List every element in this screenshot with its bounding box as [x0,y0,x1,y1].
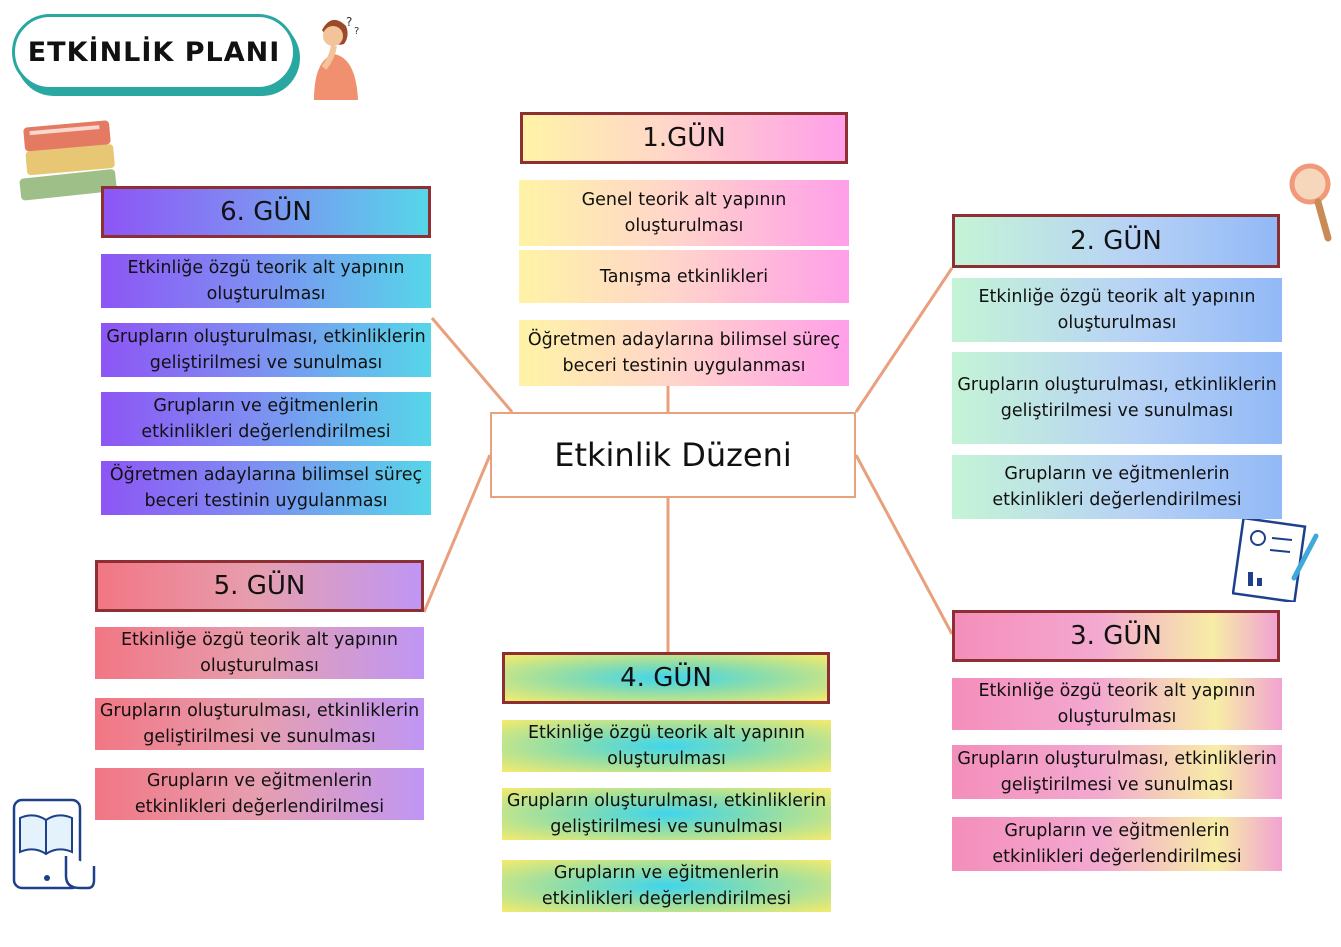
day4-item-2-text: Grupların oluşturulması, etkinliklerin g… [506,791,827,837]
day2-item-3-text: Grupların ve eğitmenlerin etkinlikleri d… [992,464,1242,510]
day4-item-3: Grupların ve eğitmenlerin etkinlikleri d… [502,860,831,912]
day4-item-3-text: Grupların ve eğitmenlerin etkinlikleri d… [541,863,792,909]
magnifier-icon [1289,163,1332,242]
svg-text:?: ? [354,26,359,37]
page-title-text: ETKİNLİK PLANI [27,36,281,68]
day6-item-4: Öğretmen adaylarına bilimsel süreç becer… [101,461,431,515]
day2-item-2-text: Grupların oluşturulması, etkinliklerin g… [957,375,1277,421]
day5-item-3-text: Grupların ve eğitmenlerin etkinlikleri d… [134,771,385,817]
day1-header: 1.GÜN [520,112,848,164]
day6-item-4-text: Öğretmen adaylarına bilimsel süreç becer… [109,465,423,511]
day3-header: 3. GÜN [952,610,1280,662]
thinking-woman-icon: ? ? [314,15,359,100]
day6-item-1: Etkinliğe özgü teorik alt yapının oluştu… [101,254,431,308]
day1-item-1-text: Genel teorik alt yapının oluşturulması [581,190,787,236]
day2-item-1: Etkinliğe özgü teorik alt yapının oluştu… [952,278,1282,342]
center-node: Etkinlik Düzeni [490,412,856,498]
books-icon [19,120,117,201]
day5-item-1: Etkinliğe özgü teorik alt yapının oluştu… [95,627,424,679]
day6-header-label: 6. GÜN [220,197,312,227]
day2-header: 2. GÜN [952,214,1280,268]
day6-item-2-text: Grupların oluşturulması, etkinliklerin g… [106,327,426,373]
day1-item-3: Öğretmen adaylarına bilimsel süreç becer… [519,320,849,386]
day1-item-2-text: Tanışma etkinlikleri [599,266,769,287]
day4-item-2: Grupların oluşturulması, etkinliklerin g… [502,788,831,840]
day1-header-label: 1.GÜN [642,123,726,153]
page-title: ETKİNLİK PLANI [12,14,296,90]
svg-text:?: ? [346,15,352,29]
day2-header-label: 2. GÜN [1070,226,1162,256]
day2-item-2: Grupların oluşturulması, etkinliklerin g… [952,352,1282,444]
day3-item-3: Grupların ve eğitmenlerin etkinlikleri d… [952,817,1282,871]
day5-header: 5. GÜN [95,560,424,612]
day1-item-1: Genel teorik alt yapının oluşturulması [519,180,849,246]
center-node-label: Etkinlik Düzeni [554,436,792,474]
tablet-reading-icon [12,798,96,890]
day4-item-1: Etkinliğe özgü teorik alt yapının oluştu… [502,720,831,772]
day5-item-3: Grupların ve eğitmenlerin etkinlikleri d… [95,768,424,820]
day5-header-label: 5. GÜN [213,571,306,601]
day3-item-1-text: Etkinliğe özgü teorik alt yapının oluştu… [978,681,1256,727]
day6-item-3-text: Grupların ve eğitmenlerin etkinlikleri d… [141,396,391,442]
day4-item-1-text: Etkinliğe özgü teorik alt yapının oluştu… [527,723,806,769]
day2-item-3: Grupların ve eğitmenlerin etkinlikleri d… [952,455,1282,519]
day6-item-2: Grupların oluşturulması, etkinliklerin g… [101,323,431,377]
day3-item-1: Etkinliğe özgü teorik alt yapının oluştu… [952,678,1282,730]
day6-header: 6. GÜN [101,186,431,238]
day4-header: 4. GÜN [502,652,830,704]
day5-item-2: Grupların oluşturulması, etkinliklerin g… [95,698,424,750]
day3-header-label: 3. GÜN [1070,621,1162,651]
day1-item-2: Tanışma etkinlikleri [519,250,849,303]
report-icon [1232,516,1319,602]
day3-item-2-text: Grupların oluşturulması, etkinliklerin g… [957,749,1277,795]
day5-item-1-text: Etkinliğe özgü teorik alt yapının oluştu… [120,630,399,676]
day3-item-3-text: Grupların ve eğitmenlerin etkinlikleri d… [992,821,1242,867]
day1-item-3-text: Öğretmen adaylarına bilimsel süreç becer… [527,330,841,376]
day4-header-label: 4. GÜN [620,663,712,693]
day6-item-1-text: Etkinliğe özgü teorik alt yapının oluştu… [127,258,405,304]
day5-item-2-text: Grupların oluşturulması, etkinliklerin g… [99,701,420,747]
day6-item-3: Grupların ve eğitmenlerin etkinlikleri d… [101,392,431,446]
day3-item-2: Grupların oluşturulması, etkinliklerin g… [952,745,1282,799]
day2-item-1-text: Etkinliğe özgü teorik alt yapının oluştu… [978,287,1256,333]
